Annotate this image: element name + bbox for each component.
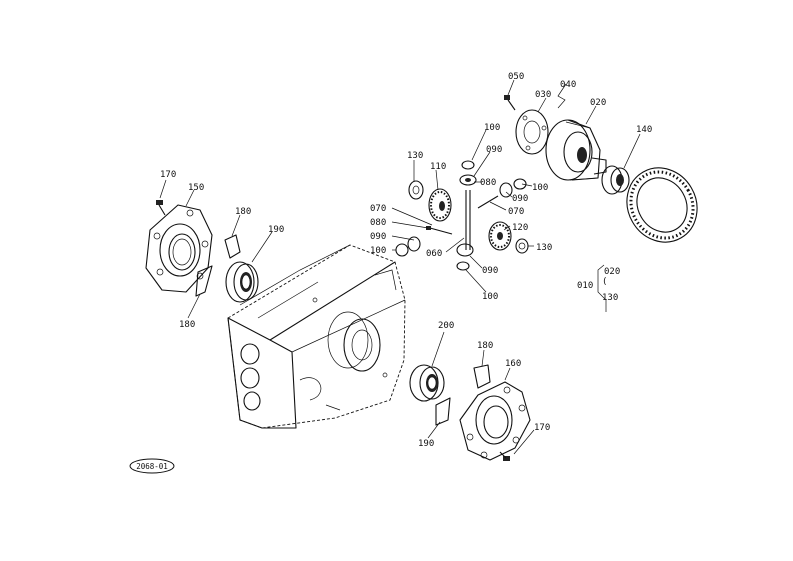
callout-labels: 050 030 040 020 140 100 090 080 100 090 …: [160, 72, 652, 449]
callout-070-right: 070: [508, 207, 524, 217]
callout-100-left: 100: [370, 246, 386, 256]
bearing-140: [601, 165, 630, 195]
callout-080-left: 080: [370, 218, 386, 228]
callout-140: 140: [636, 125, 652, 135]
callout-120: 120: [512, 223, 528, 233]
callout-030: 030: [535, 90, 551, 100]
transmission-case: [227, 244, 406, 429]
legend-parent: 010: [577, 281, 593, 291]
svg-text:(: (: [602, 277, 607, 287]
lock-plate-180-lower: [195, 265, 213, 297]
leader-lines: [159, 79, 641, 455]
ring-gear: [626, 167, 698, 243]
callout-080-top: 080: [480, 178, 496, 188]
diff-case-020: [545, 119, 607, 181]
bolt-050: [504, 95, 516, 111]
right-flange-160: [459, 381, 531, 461]
callout-040: 040: [560, 80, 576, 90]
callout-100-bottom: 100: [482, 292, 498, 302]
callout-050: 050: [508, 72, 524, 82]
lock-plate-180-upper: [224, 234, 241, 259]
callout-130-left: 130: [407, 151, 423, 161]
callout-190-right: 190: [418, 439, 434, 449]
callout-170-left: 170: [160, 170, 176, 180]
callout-180-lower: 180: [179, 320, 195, 330]
spider-gear-assembly: [395, 160, 529, 271]
callout-170-right: 170: [534, 423, 550, 433]
callout-160: 160: [505, 359, 521, 369]
legend-child-1: 020: [604, 267, 620, 277]
callout-100-right: 100: [532, 183, 548, 193]
diagram-code-stamp: 2068-01: [129, 458, 175, 474]
callout-070-left: 070: [370, 204, 386, 214]
callout-090-right: 090: [512, 194, 528, 204]
callout-100-top: 100: [484, 123, 500, 133]
callout-180-upper: 180: [235, 207, 251, 217]
callout-020: 020: [590, 98, 606, 108]
callout-110: 110: [430, 162, 446, 172]
bolt-170-left: [156, 200, 166, 216]
callout-190-left: 190: [268, 225, 284, 235]
group-legend: 010 020 ( 130: [577, 264, 620, 312]
lock-plate-180-right: [473, 364, 491, 389]
callout-060: 060: [426, 249, 442, 259]
callout-180-right: 180: [477, 341, 493, 351]
bearing-190-left: [225, 261, 259, 303]
bearing-200-right: [409, 364, 445, 402]
callout-130-right: 130: [536, 243, 552, 253]
lock-plate-190-right: [435, 397, 451, 426]
diagram-code: 2068-01: [136, 462, 168, 471]
legend-child-2: 130: [602, 293, 618, 303]
callout-090-top: 090: [486, 145, 502, 155]
callout-150: 150: [188, 183, 204, 193]
diff-case-cover-030: [515, 109, 549, 155]
callout-090-bottom: 090: [482, 266, 498, 276]
left-flange-150: [145, 204, 213, 293]
bolt-170-right: [499, 451, 510, 461]
callout-090-left: 090: [370, 232, 386, 242]
callout-200: 200: [438, 321, 454, 331]
